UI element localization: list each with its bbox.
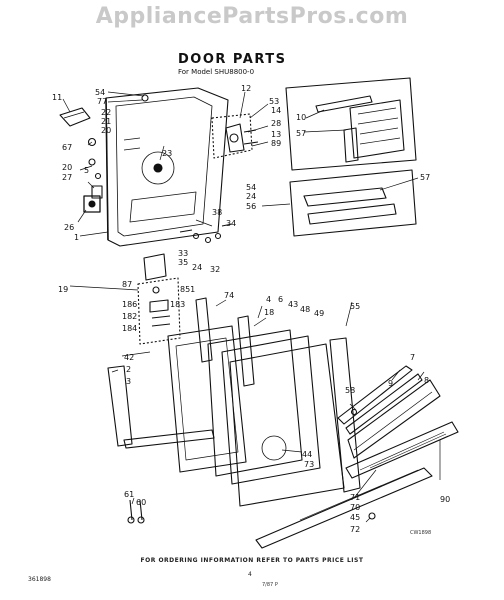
callout-73: 73 [304,460,314,469]
callout-2: 2 [126,365,131,374]
callout-89: 89 [271,139,281,148]
callout-38: 38 [212,208,222,217]
callout-42: 42 [124,353,134,362]
callout-8: 8 [424,376,429,385]
callout-44: 44 [302,450,312,459]
callout-24: 24 [192,263,202,272]
panel-hardware [83,94,149,213]
callout-90: 90 [440,495,450,504]
callout-4: 4 [266,295,271,304]
callout-53: 53 [269,97,279,106]
model-label: For Model SHU8800-0 [178,68,255,76]
callout-57: 57 [420,173,430,182]
watermark: AppliancePartsPros.com [95,4,409,29]
leader-lines [62,91,441,523]
trim-strip-assembly [289,169,417,237]
callout-43: 43 [288,300,298,309]
latch-assembly [211,113,259,159]
callout-26: 26 [64,223,74,232]
callout-33: 33 [178,249,188,258]
callout-3: 3 [126,377,131,386]
callout-71: 71 [350,493,360,502]
ordering-footer: FOR ORDERING INFORMATION REFER TO PARTS … [140,557,364,564]
callout-20: 20 [62,163,72,172]
screws [127,408,376,524]
callout-19: 19 [58,285,68,294]
glass-panels [207,329,361,507]
date-stamp: 7/87 P [262,582,278,588]
callout-20: 20 [101,126,111,135]
inner-door-panel [105,87,229,247]
small-hinge-parts [179,223,233,244]
callout-21: 21 [101,117,111,126]
callout-11: 11 [52,93,62,102]
callout-61: 61 [124,490,134,499]
page-number: 4 [248,571,252,578]
callout-54: 54 [246,183,256,192]
callout-1: 1 [74,233,79,242]
callout-35: 35 [178,258,188,267]
callout-67: 67 [62,143,72,152]
callout-5: 5 [84,166,89,175]
hinge-bracket [59,107,91,127]
callout-labels: 11 54 77 22 21 20 67 20 27 5 26 1 23 12 … [52,84,450,534]
callout-57: 57 [296,129,306,138]
callout-77: 77 [97,97,107,106]
callout-72: 72 [350,525,360,534]
callout-851: 851 [180,285,195,294]
callout-22: 22 [101,108,111,117]
callout-182: 182 [122,312,137,321]
callout-60: 60 [136,498,146,507]
callout-23: 23 [162,149,172,158]
callout-70: 70 [350,503,360,512]
door-handle [337,365,441,459]
callout-6: 6 [278,295,283,304]
callout-24: 24 [246,192,256,201]
callout-18: 18 [264,308,274,317]
callout-10: 10 [296,113,306,122]
document-number: 361898 [28,576,51,583]
callout-186: 186 [122,300,137,309]
door-frame [107,297,255,473]
switch-bracket [137,253,181,345]
callout-32: 32 [210,265,220,274]
vent-grille [255,421,459,549]
callout-12: 12 [241,84,251,93]
callout-14: 14 [271,106,281,115]
callout-183: 183 [170,300,185,309]
callout-13: 13 [271,130,281,139]
callout-87: 87 [122,280,132,289]
callout-45: 45 [350,513,360,522]
callout-49: 49 [314,309,324,318]
callout-9: 9 [388,379,393,388]
callout-27: 27 [62,173,72,182]
callout-48: 48 [300,305,310,314]
callout-34: 34 [226,219,236,228]
callout-184: 184 [122,324,137,333]
callout-56: 56 [246,202,256,211]
callout-55: 55 [350,302,360,311]
callout-54: 54 [95,88,105,97]
callout-7: 7 [410,353,415,362]
callout-74: 74 [224,291,234,300]
callout-58: 58 [345,386,355,395]
diagram-title: DOOR PARTS [178,52,287,67]
corner-stamp: CW1898 [410,530,432,536]
callout-28: 28 [271,119,281,128]
vent-assembly [285,77,417,171]
